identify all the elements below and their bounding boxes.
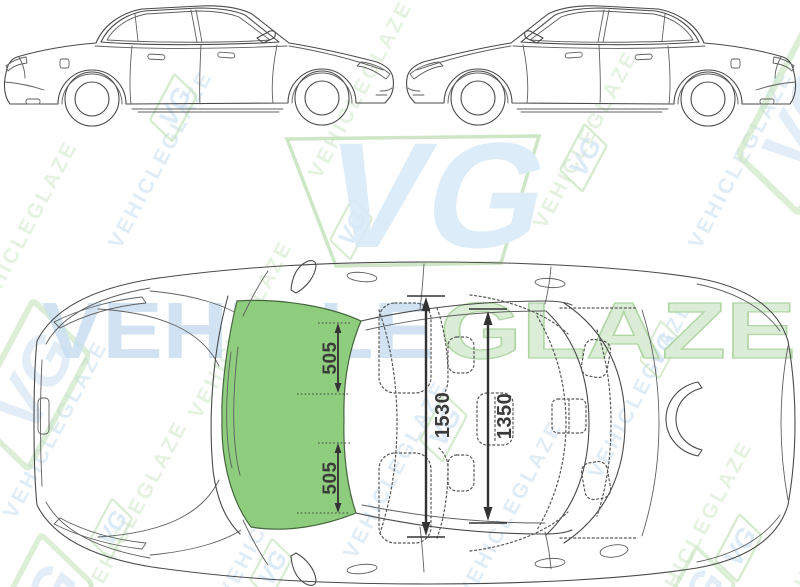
- vg-logo-center: VG: [284, 113, 566, 280]
- brand-watermark-text: VEHICLE GLAZE: [42, 285, 797, 375]
- watermark-tile-text: VEHICLEGLAZE: [79, 417, 192, 587]
- watermark-tile-text: VEHICLEGLAZE: [774, 437, 800, 587]
- side-mirror-top: [290, 260, 317, 294]
- trunk-handle: [665, 381, 703, 457]
- fuel-cap: [599, 544, 629, 558]
- measurement-roof-inner: 1350: [494, 393, 516, 440]
- vg-logo-letters: VG: [310, 113, 566, 280]
- measurement-windshield-upper: 505: [320, 341, 341, 374]
- measurement-windshield-lower: 505: [320, 461, 341, 494]
- watermark-tile-text: VEHICLEGLAZE: [104, 67, 217, 253]
- side-mirror-bottom: [290, 552, 317, 586]
- measurement-roof-outer: 1530: [432, 392, 454, 439]
- top-view-car: [33, 260, 796, 586]
- measurements: 505 505 1530 1350: [297, 295, 516, 538]
- front-grille: [37, 397, 50, 435]
- wiper-lines: [226, 346, 241, 476]
- interior-seats-dashed: [378, 294, 639, 552]
